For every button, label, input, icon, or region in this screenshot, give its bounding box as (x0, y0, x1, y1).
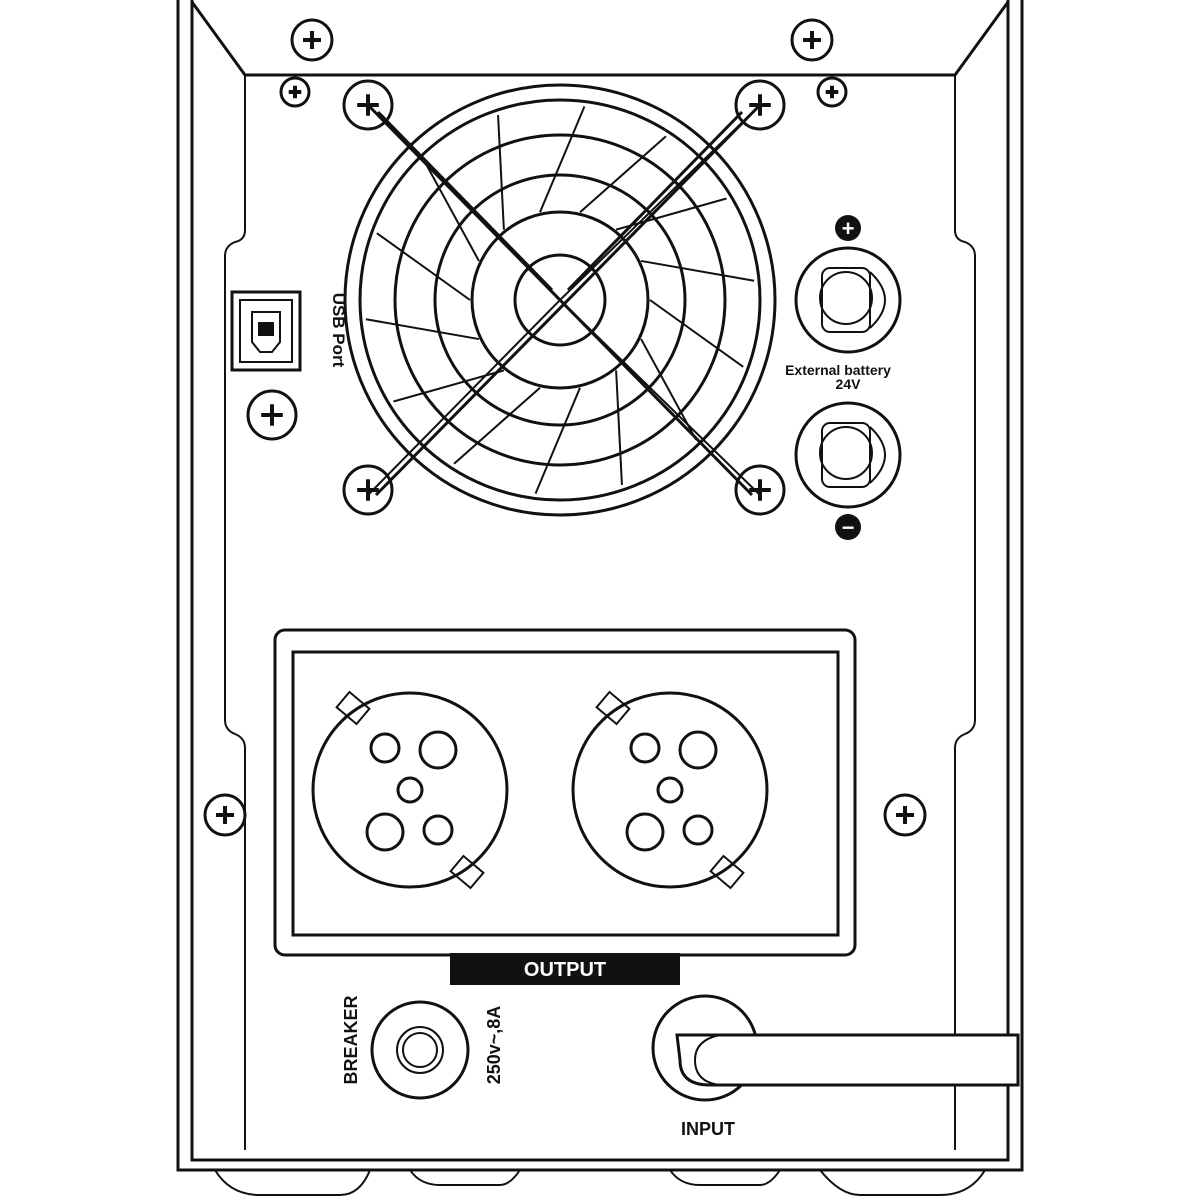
fan-blade (497, 115, 505, 230)
battery-terminal-positive[interactable] (794, 246, 902, 354)
external-battery-label: External battery (785, 362, 891, 378)
fan-blade (453, 386, 541, 465)
breaker-rating-label: 250v~,8A (484, 1006, 504, 1085)
breaker-label: BREAKER (341, 995, 361, 1084)
plus-sign: + (842, 216, 855, 241)
fan-blade (534, 387, 581, 494)
usb-port-label: USB Port (329, 293, 348, 368)
screw-icon (246, 389, 298, 441)
screw-icon (734, 464, 786, 516)
screw-icon (279, 76, 311, 108)
fan-blade (393, 369, 505, 403)
minus-sign: − (842, 515, 855, 540)
fan-blade (423, 159, 480, 262)
screw-icon (790, 18, 834, 62)
fan-grille (343, 83, 777, 517)
fan-blade (539, 106, 586, 213)
fan-blade (579, 135, 667, 214)
fan-blade (615, 197, 727, 231)
usb-port[interactable] (230, 290, 302, 372)
fan-blade (615, 370, 623, 485)
power-cable (675, 1033, 1020, 1087)
output-socket[interactable] (571, 690, 769, 890)
battery-voltage-label: 24V (836, 376, 862, 392)
chassis-outline (176, 0, 1024, 1196)
fan-blade (640, 259, 755, 282)
screw-icon (342, 464, 394, 516)
output-socket[interactable] (311, 690, 509, 890)
fan-blade (365, 318, 480, 341)
screw-icon (203, 793, 247, 837)
screw-icon (816, 76, 848, 108)
screw-icon (883, 793, 927, 837)
screw-icon (290, 18, 334, 62)
breaker-button[interactable] (370, 1000, 470, 1100)
input-label: INPUT (681, 1119, 735, 1139)
output-label-bar (450, 953, 680, 985)
output-label: OUTPUT (524, 959, 606, 981)
fan-blade (640, 338, 697, 441)
plus-icon (835, 215, 861, 241)
minus-icon (835, 514, 861, 540)
fan-blade (376, 232, 471, 301)
screws (203, 18, 927, 837)
fan-blade (649, 299, 744, 368)
battery-terminal-negative[interactable] (794, 401, 902, 509)
